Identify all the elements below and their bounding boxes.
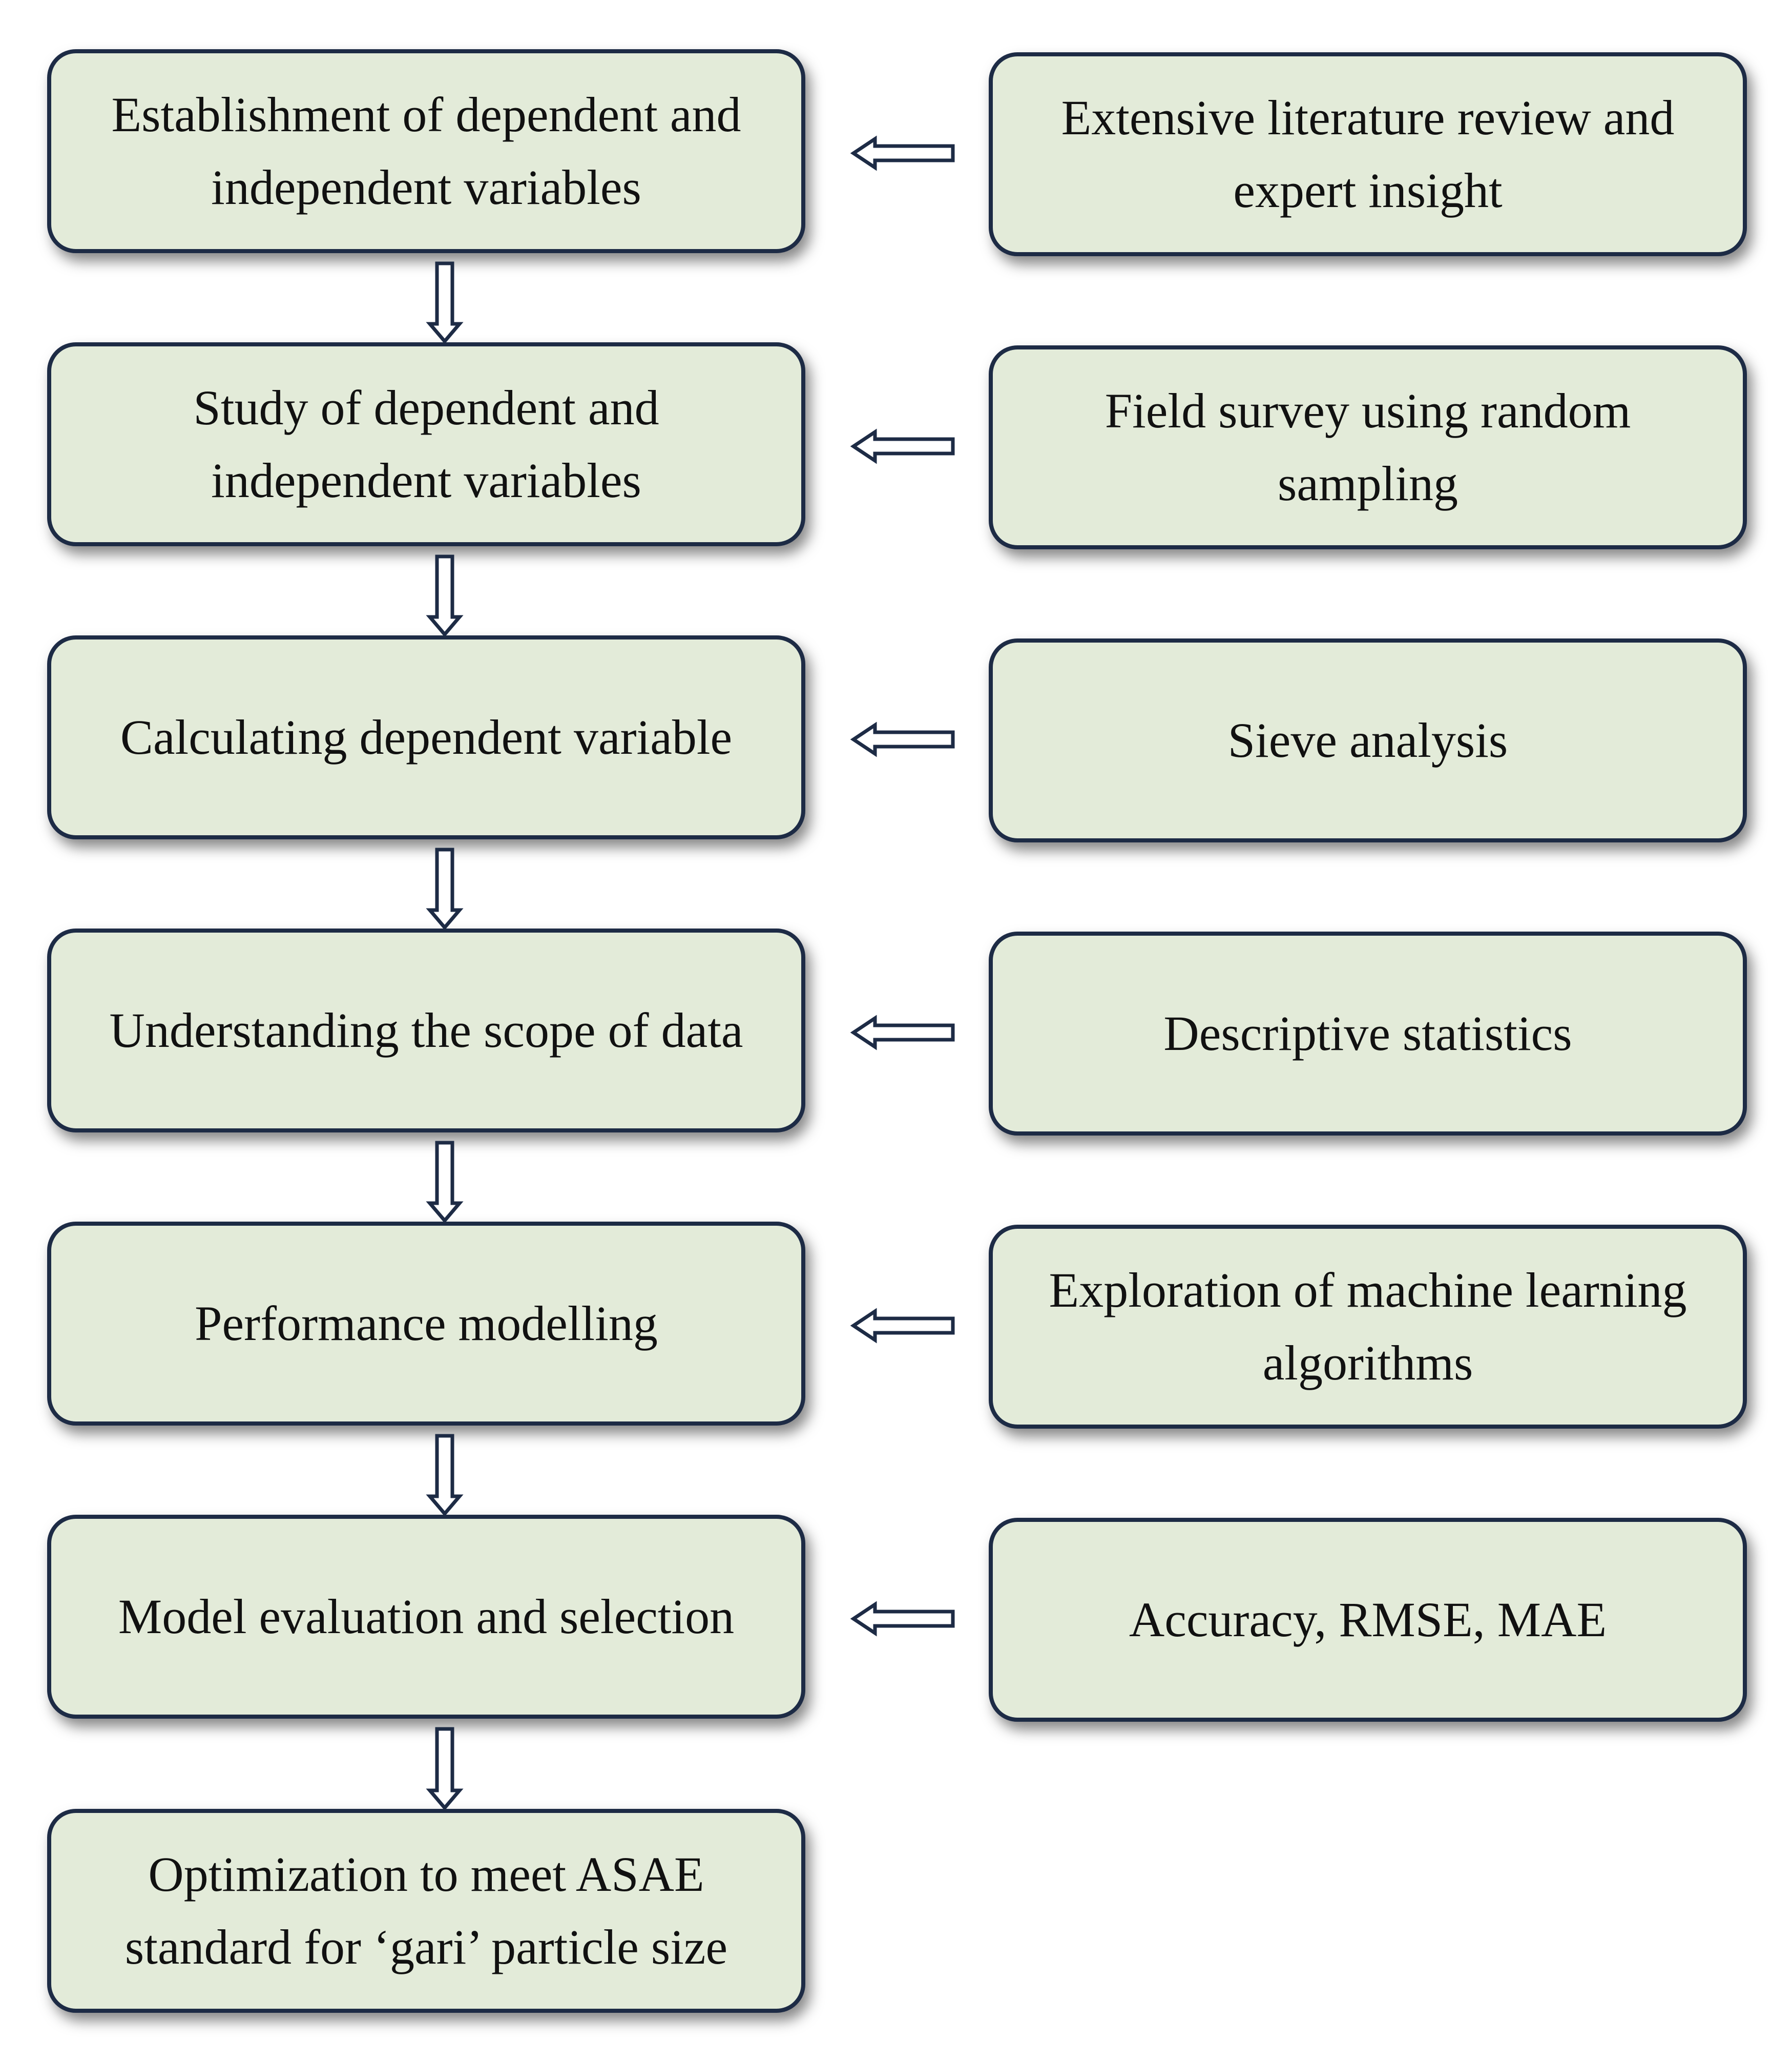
- step-box-1: Establishment of dependent and independe…: [47, 49, 805, 253]
- method-label-5: Exploration of machine learning algorith…: [1049, 1263, 1687, 1390]
- step-label-1: Establishment of dependent and independe…: [111, 87, 741, 215]
- method-label-6: Accuracy, RMSE, MAE: [1129, 1592, 1607, 1647]
- step-box-4: Understanding the scope of data: [47, 929, 805, 1132]
- left-arrow-5: [850, 1308, 955, 1344]
- method-label-1: Extensive literature review and expert i…: [1061, 90, 1675, 218]
- step-label-7: Optimization to meet ASAE standard for ‘…: [124, 1847, 728, 1974]
- step-label-6: Model evaluation and selection: [118, 1589, 735, 1644]
- method-label-4: Descriptive statistics: [1163, 1006, 1572, 1061]
- step-box-2: Study of dependent and independent varia…: [47, 342, 805, 546]
- left-arrow-2: [850, 428, 955, 464]
- down-arrow-3: [426, 848, 464, 931]
- method-box-4: Descriptive statistics: [989, 932, 1747, 1136]
- down-arrow-4: [426, 1141, 464, 1224]
- step-box-5: Performance modelling: [47, 1222, 805, 1426]
- down-arrow-2: [426, 554, 464, 637]
- down-arrow-6: [426, 1727, 464, 1811]
- left-arrow-4: [850, 1015, 955, 1050]
- method-box-6: Accuracy, RMSE, MAE: [989, 1518, 1747, 1722]
- method-box-2: Field survey using random sampling: [989, 345, 1747, 549]
- step-label-2: Study of dependent and independent varia…: [193, 380, 659, 508]
- method-label-3: Sieve analysis: [1227, 713, 1508, 768]
- step-box-6: Model evaluation and selection: [47, 1515, 805, 1719]
- method-box-1: Extensive literature review and expert i…: [989, 52, 1747, 256]
- left-arrow-1: [850, 135, 955, 171]
- step-label-3: Calculating dependent variable: [120, 710, 733, 765]
- down-arrow-1: [426, 261, 464, 344]
- method-box-5: Exploration of machine learning algorith…: [989, 1225, 1747, 1429]
- step-box-7: Optimization to meet ASAE standard for ‘…: [47, 1809, 805, 2013]
- left-arrow-3: [850, 721, 955, 757]
- method-box-3: Sieve analysis: [989, 638, 1747, 842]
- left-arrow-6: [850, 1601, 955, 1637]
- step-label-5: Performance modelling: [195, 1296, 658, 1351]
- step-label-4: Understanding the scope of data: [109, 1003, 743, 1058]
- step-box-3: Calculating dependent variable: [47, 635, 805, 839]
- down-arrow-5: [426, 1434, 464, 1517]
- method-label-2: Field survey using random sampling: [1105, 383, 1631, 511]
